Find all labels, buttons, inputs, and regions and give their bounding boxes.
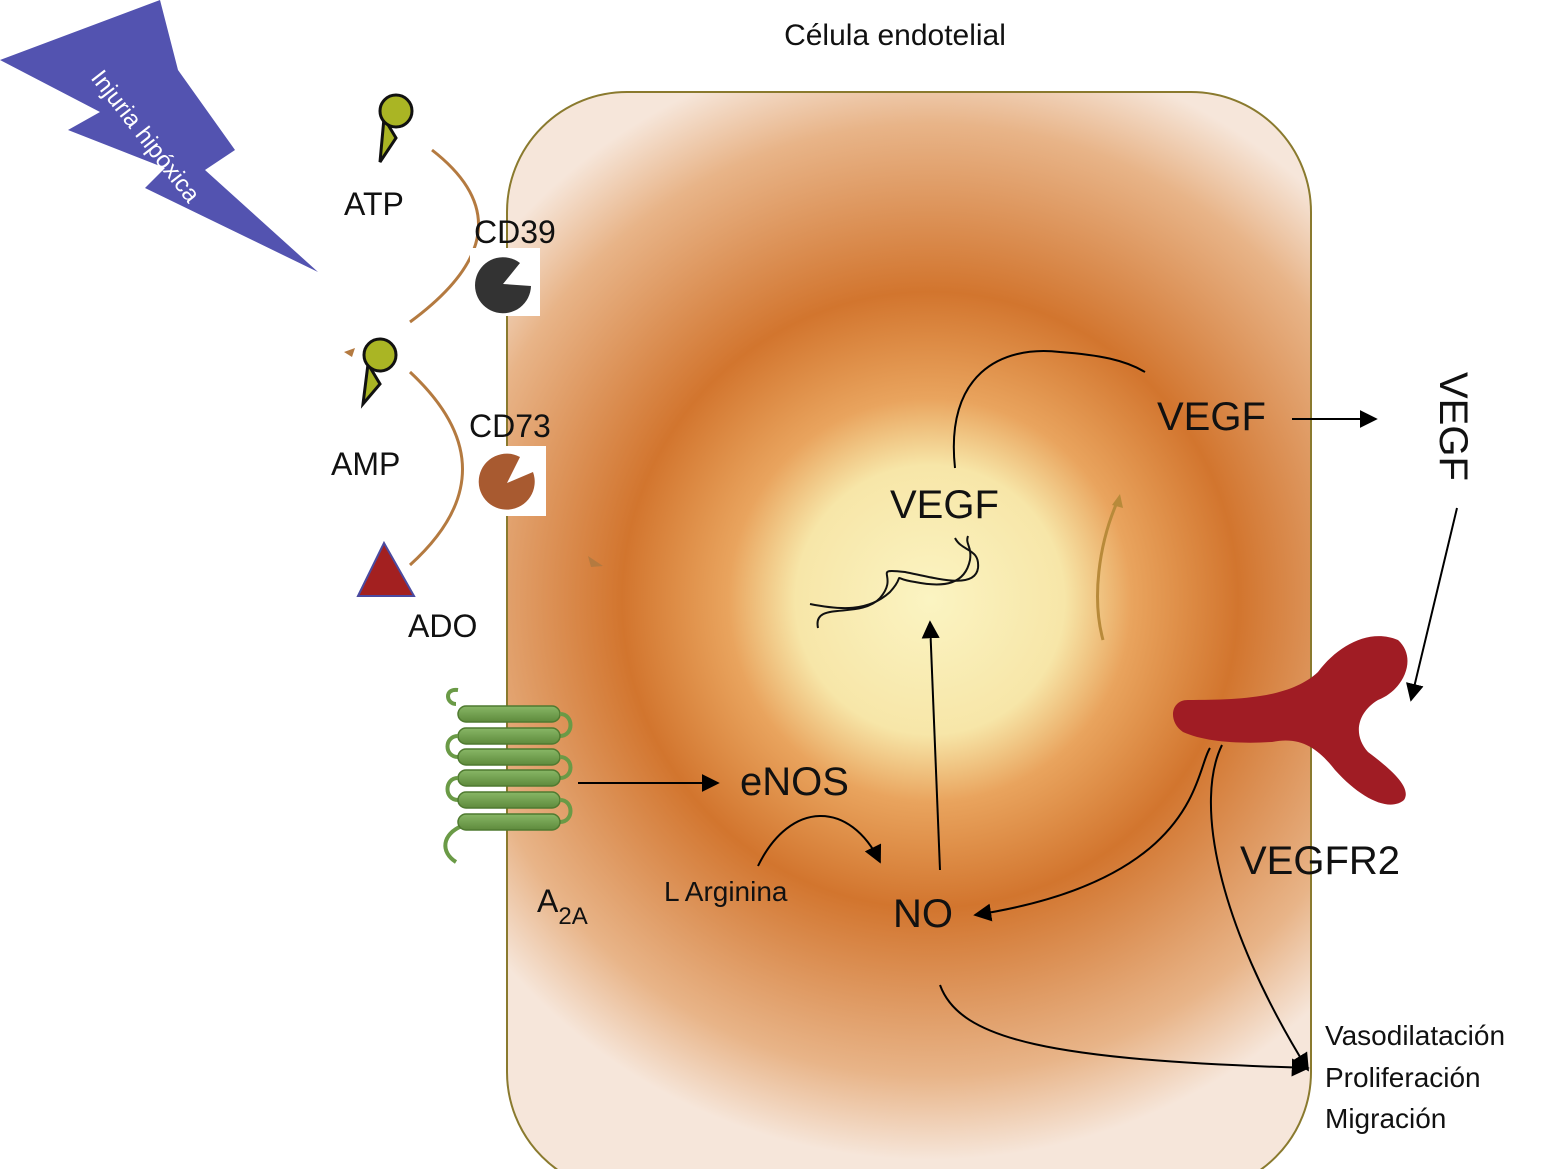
atp-label: ATP <box>344 186 404 222</box>
dna-strand-icon <box>809 535 980 629</box>
a2a-helix-6 <box>457 813 561 831</box>
arrow-vegfr2-to-no <box>973 747 1211 922</box>
cd39-label: CD39 <box>474 214 556 250</box>
a2a-label: A2A <box>537 883 588 930</box>
no-label: NO <box>893 892 953 936</box>
membrane-arc-cd39 <box>409 148 480 324</box>
a2a-loop-1 <box>559 712 573 738</box>
membrane-arc-cd73 <box>408 370 464 567</box>
a2a-helix-2 <box>457 727 561 745</box>
a2a-label-main: A <box>537 883 559 919</box>
a2a-helix-1 <box>457 705 561 723</box>
arrow-vegf-to-vegfr2 <box>1406 507 1458 702</box>
hypoxic-injury-bolt: Injuria hipóxica <box>0 0 318 272</box>
enos-label: eNOS <box>740 760 849 804</box>
vegfr2-label: VEGFR2 <box>1240 839 1400 883</box>
curve-vegf-nucleus-to-cytoplasm <box>952 350 1146 469</box>
a2a-loop-5 <box>559 798 573 824</box>
a2a-helix-3 <box>457 748 561 766</box>
amp-molecule-icon <box>344 337 398 409</box>
l-arginina-label: L Arginina <box>664 876 788 907</box>
atp-molecule-icon <box>378 93 414 163</box>
faint-return-arrowhead <box>1112 494 1123 508</box>
a2a-loop-3 <box>559 755 573 780</box>
faint-return-arrow <box>1096 499 1120 641</box>
effect-migracion: Migración <box>1325 1103 1446 1134</box>
vegf-nucleus-label: VEGF <box>890 483 999 527</box>
amp-label: AMP <box>331 446 400 482</box>
vegf-outside-label: VEGF <box>1431 372 1475 481</box>
cd73-enzyme-icon <box>478 453 535 510</box>
a2a-loop-4 <box>445 776 459 802</box>
a2a-label-sub: 2A <box>558 903 587 930</box>
cd73-label: CD73 <box>469 408 551 444</box>
arrow-no-to-effects <box>939 984 1310 1077</box>
a2a-helix-5 <box>457 791 561 809</box>
a2a-loop-2 <box>445 734 459 759</box>
vegf-cytoplasm-label: VEGF <box>1157 395 1266 439</box>
a2a-helix-4 <box>457 769 561 787</box>
cd39-enzyme-icon <box>475 257 531 314</box>
endothelial-cell <box>506 91 1312 1169</box>
vegfr2-receptor-icon <box>1172 636 1408 805</box>
arrow-no-to-nucleus <box>921 620 941 871</box>
effect-proliferacion: Proliferación <box>1325 1062 1481 1093</box>
ado-label: ADO <box>408 608 477 644</box>
ado-triangle-icon <box>356 540 416 597</box>
arrow-larginina-to-no <box>757 815 882 867</box>
effect-vasodilatacion: Vasodilatación <box>1325 1020 1505 1051</box>
arrow-vegfr2-to-effects <box>1209 744 1309 1072</box>
cell-title: Célula endotelial <box>784 19 1006 52</box>
small-arrowhead <box>588 556 603 567</box>
effects-list: Vasodilatación Proliferación Migración <box>1325 1020 1505 1134</box>
a2a-receptor-icon <box>443 687 573 864</box>
